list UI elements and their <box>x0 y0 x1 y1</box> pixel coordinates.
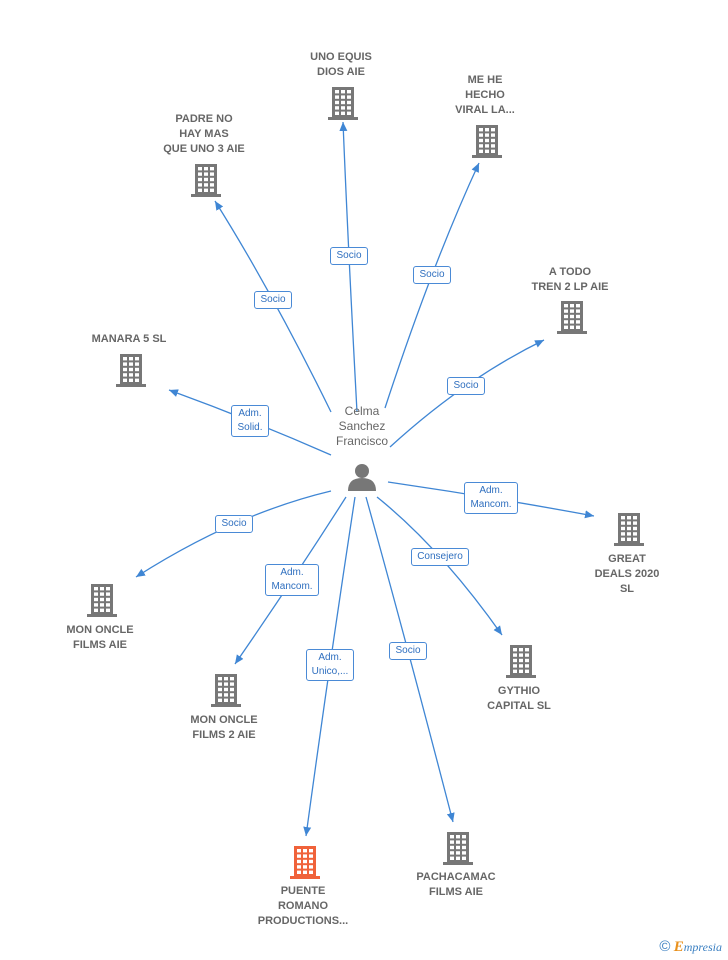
edge-label-puente-romano[interactable]: Adm. Unico,... <box>305 649 355 681</box>
edge-label-mon-oncle[interactable]: Socio <box>215 515 253 533</box>
edge-uno-equis <box>339 121 358 413</box>
person-icon[interactable] <box>348 464 376 491</box>
company-label-me-he-hecho[interactable]: ME HE HECHO VIRAL LA... <box>455 74 515 116</box>
person-name[interactable]: Celma Sanchez Francisco <box>335 404 388 448</box>
company-label-mon-oncle[interactable]: MON ONCLE FILMS AIE <box>66 624 134 651</box>
edge-label-padre-no[interactable]: Socio <box>254 291 292 309</box>
building-icon-gythio[interactable] <box>506 645 536 678</box>
company-label-uno-equis[interactable]: UNO EQUIS DIOS AIE <box>310 51 372 78</box>
edge-label-mon-oncle-2[interactable]: Adm. Mancom. <box>265 564 319 596</box>
edge-label-me-he-hecho[interactable]: Socio <box>413 266 451 284</box>
building-icon-a-todo-tren[interactable] <box>557 301 587 334</box>
edge-label-pachacamac[interactable]: Socio <box>389 642 427 660</box>
edge-me-he-hecho <box>384 162 480 409</box>
brand-initial: E <box>673 939 684 955</box>
building-icon-pachacamac[interactable] <box>443 832 473 865</box>
company-label-padre-no[interactable]: PADRE NO HAY MAS QUE UNO 3 AIE <box>163 113 245 155</box>
company-label-mon-oncle-2[interactable]: MON ONCLE FILMS 2 AIE <box>190 714 258 741</box>
edge-label-uno-equis[interactable]: Socio <box>330 247 368 265</box>
edge-label-gythio[interactable]: Consejero <box>411 548 469 566</box>
edge-label-manara[interactable]: Adm. Solid. <box>231 405 269 437</box>
company-label-manara[interactable]: MANARA 5 SL <box>91 333 167 345</box>
building-icon-uno-equis[interactable] <box>328 87 358 120</box>
company-label-a-todo-tren[interactable]: A TODO TREN 2 LP AIE <box>531 266 609 293</box>
brand-name: mpresia <box>683 940 722 954</box>
building-icon-mon-oncle-2[interactable] <box>211 674 241 707</box>
edge-label-great-deals[interactable]: Adm. Mancom. <box>464 482 518 514</box>
company-label-gythio[interactable]: GYTHIO CAPITAL SL <box>487 685 551 712</box>
building-icon-great-deals[interactable] <box>614 513 644 546</box>
empresia-watermark: © Empresia <box>659 938 722 956</box>
building-icon-manara[interactable] <box>116 354 146 387</box>
building-icon-padre-no[interactable] <box>191 164 221 197</box>
edge-label-a-todo-tren[interactable]: Socio <box>447 377 485 395</box>
building-icon-puente-romano[interactable] <box>290 846 320 879</box>
company-label-puente-romano[interactable]: PUENTE ROMANO PRODUCTIONS... <box>257 885 349 927</box>
edge-gythio <box>376 496 503 636</box>
company-label-great-deals[interactable]: GREAT DEALS 2020 SL <box>594 553 660 595</box>
copyright-icon: © <box>659 938 671 955</box>
building-icon-me-he-hecho[interactable] <box>472 125 502 158</box>
company-label-pachacamac[interactable]: PACHACAMAC FILMS AIE <box>416 871 496 898</box>
building-icon-mon-oncle[interactable] <box>87 584 117 617</box>
